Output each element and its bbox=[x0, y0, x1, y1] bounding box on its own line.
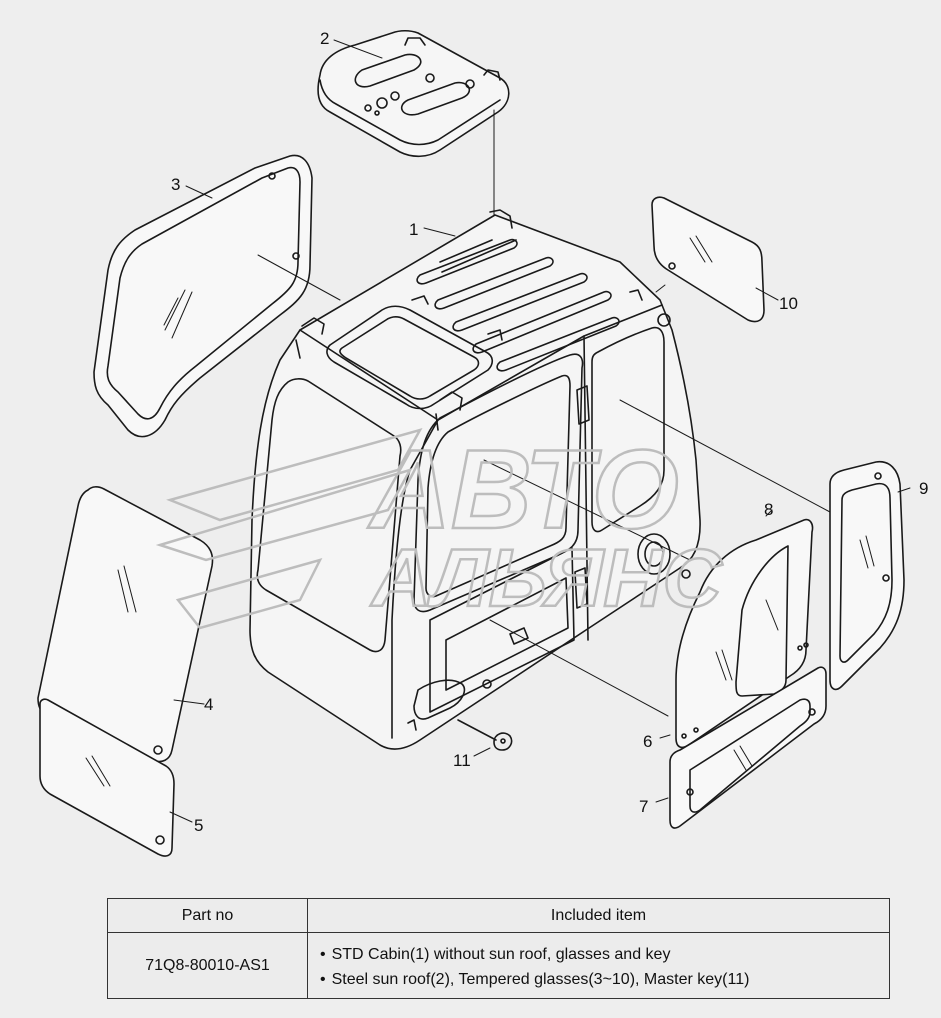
master-key-part-11 bbox=[457, 719, 513, 751]
included-item-text: STD Cabin(1) without sun roof, glasses a… bbox=[331, 945, 671, 963]
bullet-icon: • bbox=[320, 945, 326, 963]
included-item: • Steel sun roof(2), Tempered glasses(3~1… bbox=[320, 967, 879, 992]
included-item: • STD Cabin(1) without sun roof, glasses … bbox=[320, 942, 879, 967]
glass-part-10 bbox=[651, 196, 765, 323]
callout-11: 11 bbox=[453, 751, 471, 770]
callout-3: 3 bbox=[171, 175, 180, 194]
callout-2: 2 bbox=[320, 29, 329, 48]
callout-5: 5 bbox=[194, 816, 203, 835]
bullet-icon: • bbox=[320, 970, 326, 988]
header-part-no: Part no bbox=[107, 898, 308, 933]
callout-6: 6 bbox=[643, 732, 652, 751]
watermark: АВТО АЛЬЯНС bbox=[155, 426, 725, 630]
callout-4: 4 bbox=[204, 695, 213, 714]
parts-table: Part no Included item 71Q8-80010-AS1 • ST… bbox=[107, 898, 890, 999]
part-number-cell: 71Q8-80010-AS1 bbox=[107, 932, 308, 999]
callout-10: 10 bbox=[779, 294, 798, 313]
glass-part-7 bbox=[669, 666, 827, 829]
leader-lines bbox=[169, 39, 911, 823]
callout-7: 7 bbox=[639, 797, 648, 816]
glass-part-3 bbox=[93, 154, 313, 438]
callout-1: 1 bbox=[409, 220, 418, 239]
sun-roof-part-2 bbox=[317, 29, 510, 158]
glass-part-4 bbox=[37, 486, 214, 763]
header-included-item: Included item bbox=[307, 898, 890, 933]
table-header-row: Part no Included item bbox=[107, 898, 890, 933]
cabin-body-part-1 bbox=[249, 209, 701, 750]
included-items-cell: • STD Cabin(1) without sun roof, glasses … bbox=[307, 932, 890, 999]
callout-8: 8 bbox=[764, 500, 773, 519]
table-row: 71Q8-80010-AS1 • STD Cabin(1) without sun… bbox=[107, 932, 890, 999]
callout-9: 9 bbox=[919, 479, 928, 498]
included-item-text: Steel sun roof(2), Tempered glasses(3~10… bbox=[331, 970, 750, 988]
glass-part-5 bbox=[39, 698, 175, 857]
watermark-line-2: АЛЬЯНС bbox=[370, 533, 723, 624]
watermark-line-1: АВТО bbox=[367, 427, 679, 552]
glass-part-9 bbox=[829, 460, 905, 691]
callout-labels: 1 2 3 4 5 6 7 8 9 10 11 bbox=[171, 29, 928, 835]
